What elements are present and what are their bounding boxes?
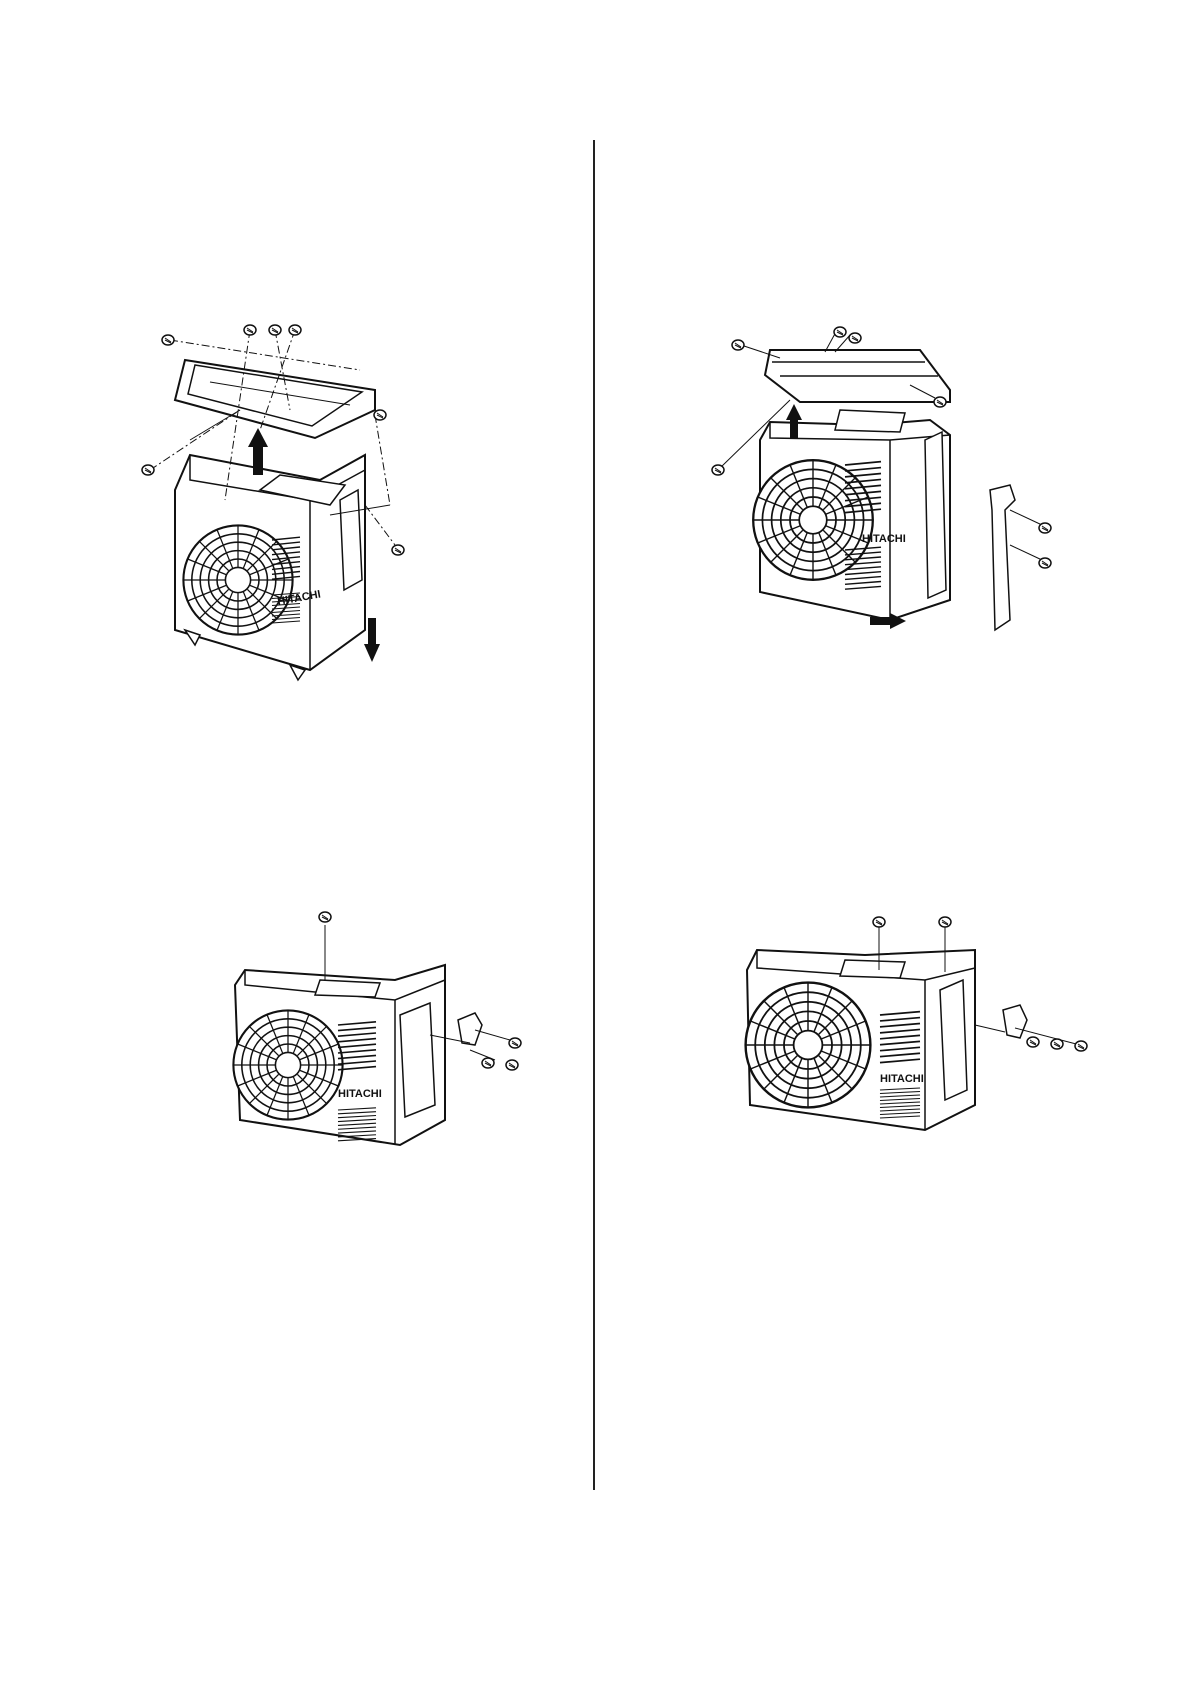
- figure-bottom-right-disassembly: HITACHI: [745, 920, 1095, 1150]
- figure-top-right-disassembly: HITACHI: [710, 320, 1070, 650]
- brand-logo: HITACHI: [338, 1088, 382, 1100]
- brand-logo: HITACHI: [880, 1073, 924, 1085]
- figure-top-left-disassembly: HITACHI: [130, 330, 450, 680]
- arrow-down-icon: [364, 618, 380, 662]
- column-divider: [593, 140, 595, 1490]
- brand-logo: HITACHI: [862, 533, 906, 545]
- figure-bottom-left-disassembly: HITACHI: [230, 925, 530, 1185]
